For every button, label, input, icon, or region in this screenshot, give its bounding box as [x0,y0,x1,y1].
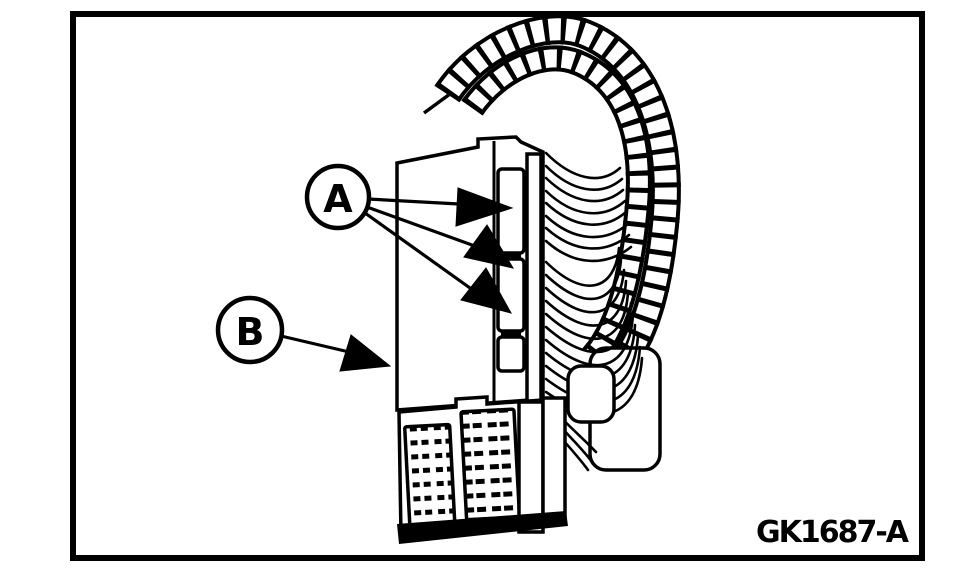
rail-side-face [525,152,543,406]
arrow-icon [460,267,513,314]
callout-a: A [304,163,515,314]
wire [544,257,623,301]
wire [544,176,625,203]
callout-b-circle [215,295,285,365]
callout-a-line-2 [365,205,474,247]
callout-b-line [279,334,347,353]
module-base-shadow [397,511,568,544]
pin-block-left [403,422,457,533]
wire [544,239,633,263]
wire [544,151,622,180]
loom-inner-ribs [461,45,652,366]
wire-bundle-upper [544,151,633,263]
callout-a-circle [304,163,372,231]
wire [544,279,628,327]
callout-b: B [215,295,392,372]
figure-code: GK1687-A [756,515,910,550]
pin-block-right [459,407,522,522]
housing-column [541,396,567,522]
callout-a-label: A [323,177,353,221]
connector-strip-3 [496,335,526,373]
arrow-icon [339,334,392,372]
wire [544,290,630,341]
arrow-icon [455,187,514,227]
wire [544,226,631,250]
rail-seam [501,253,521,259]
housing-tab [566,364,616,424]
rail-seam [501,331,521,337]
wire [544,214,630,239]
wire [544,201,628,226]
wire [544,164,624,191]
wire [544,268,626,314]
control-module [395,135,616,544]
wire [544,301,633,354]
loom-outer-ribs [434,14,681,383]
wire [544,189,627,215]
housing-column [517,400,545,534]
connector-strip-2 [496,257,526,333]
arrow-icon [463,224,515,269]
callout-a-line-3 [363,211,472,290]
wire [544,312,635,367]
wire [544,246,621,287]
pin-blocks [403,407,522,533]
callout-a-line-1 [366,197,461,206]
callout-b-label: B [236,310,265,354]
